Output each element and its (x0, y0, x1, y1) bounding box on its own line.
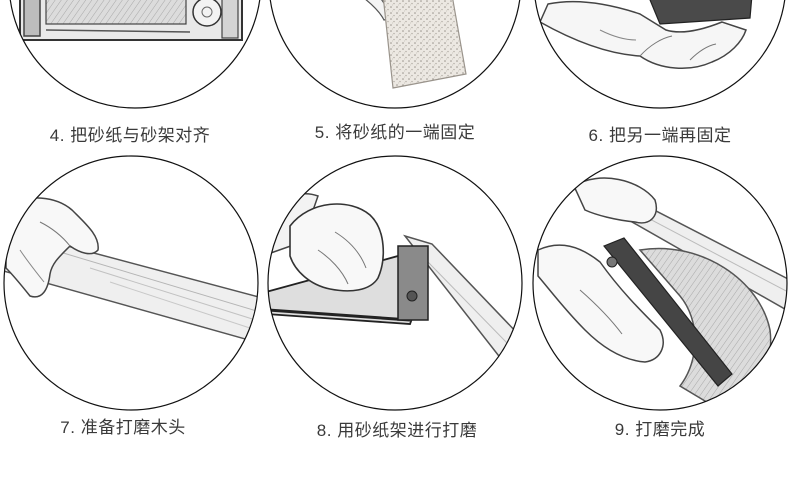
finger-line (19, 249, 45, 283)
knob-center (201, 6, 213, 18)
step-7-caption: 7. 准备打磨木头 (60, 418, 186, 437)
sanding-block (603, 237, 733, 387)
step-9-caption: 9. 打磨完成 (614, 420, 706, 439)
step-4-circle-border (9, 0, 261, 109)
finger-line (689, 43, 717, 61)
step-7-illustration (4, 197, 258, 347)
finger-line (579, 289, 623, 335)
wood-grain (89, 267, 258, 323)
knob (192, 0, 222, 27)
step-8-illustration (268, 192, 521, 362)
screw (406, 290, 418, 302)
sandpaper (45, 0, 187, 25)
step-4-illustration (19, 0, 243, 41)
finger-line (317, 249, 349, 285)
block-edge (45, 29, 191, 33)
sandpaper-strip (382, 0, 467, 89)
wood-grain (109, 281, 258, 333)
screw (606, 256, 618, 268)
step-8-circle-border (267, 155, 523, 411)
block-base (268, 308, 411, 322)
step-6-caption: 6. 把另一端再固定 (588, 126, 732, 145)
upper-hand (573, 177, 657, 224)
step-5-illustration (358, 0, 467, 89)
hand (289, 203, 385, 292)
clamp (647, 0, 753, 25)
step-5-circle-border (269, 0, 521, 109)
finger-line (334, 231, 367, 269)
clamp (397, 245, 429, 321)
wood-plank (4, 227, 258, 347)
hand (539, 0, 747, 69)
lower-hand (537, 244, 664, 363)
step-9-illustration (537, 177, 787, 410)
clamp (23, 0, 41, 37)
step-7-circle-border (3, 155, 259, 411)
finger-line (639, 35, 673, 57)
thumb-line (39, 221, 71, 247)
step-4-caption: 4. 把砂纸与砂架对齐 (49, 126, 211, 145)
knuckle-line (599, 29, 637, 41)
clamp-right (221, 0, 239, 39)
step-9-circle-border (532, 155, 788, 411)
wood-grain (59, 251, 258, 313)
wood-grain (427, 261, 509, 345)
step-6-illustration (539, 0, 753, 69)
step-6-circle-border (534, 0, 786, 109)
step-5-caption: 5. 将砂纸的一端固定 (314, 123, 476, 142)
step-8-caption: 8. 用砂纸架进行打磨 (316, 421, 478, 440)
